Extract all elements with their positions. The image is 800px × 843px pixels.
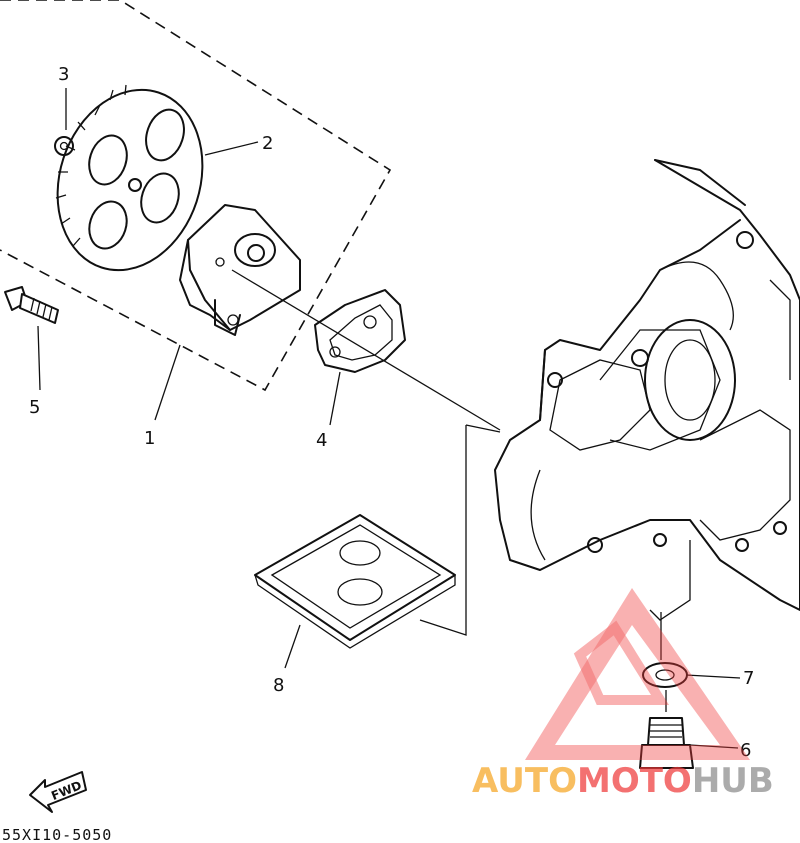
- watermark-auto: AUTO: [472, 761, 577, 801]
- leader-lines: [37, 88, 741, 749]
- callout-8: 8: [273, 675, 284, 696]
- bolt: [4, 286, 59, 324]
- callout-3: 3: [58, 64, 69, 85]
- circlip: [54, 136, 74, 156]
- diagram-code: 55XI10-5050: [2, 826, 112, 843]
- callout-2: 2: [262, 133, 273, 154]
- automotohub-watermark: AUTOMOTOHUB: [472, 588, 774, 801]
- oil-strainer: [254, 514, 456, 649]
- callout-5: 5: [29, 397, 40, 418]
- callout-6: 6: [740, 740, 751, 761]
- gasket: [314, 289, 406, 373]
- callout-1: 1: [144, 428, 155, 449]
- watermark-moto: MOTO: [577, 761, 692, 801]
- watermark-triangle-inner: [573, 620, 670, 705]
- crankcase: [494, 159, 800, 621]
- pump-body: [179, 204, 301, 336]
- callout-4: 4: [316, 430, 327, 451]
- pump-gear: [55, 84, 204, 272]
- callout-7: 7: [743, 668, 754, 689]
- watermark-hub: HUB: [692, 761, 774, 801]
- drain-plug: [639, 717, 694, 769]
- assembly-group-outline: [0, 0, 392, 392]
- svg-text:AUTOMOTOHUB: AUTOMOTOHUB: [472, 761, 774, 801]
- explode-lines: [231, 269, 667, 712]
- fwd-arrow-icon: FWD: [29, 771, 87, 813]
- watermark-triangle-outer: [525, 588, 750, 760]
